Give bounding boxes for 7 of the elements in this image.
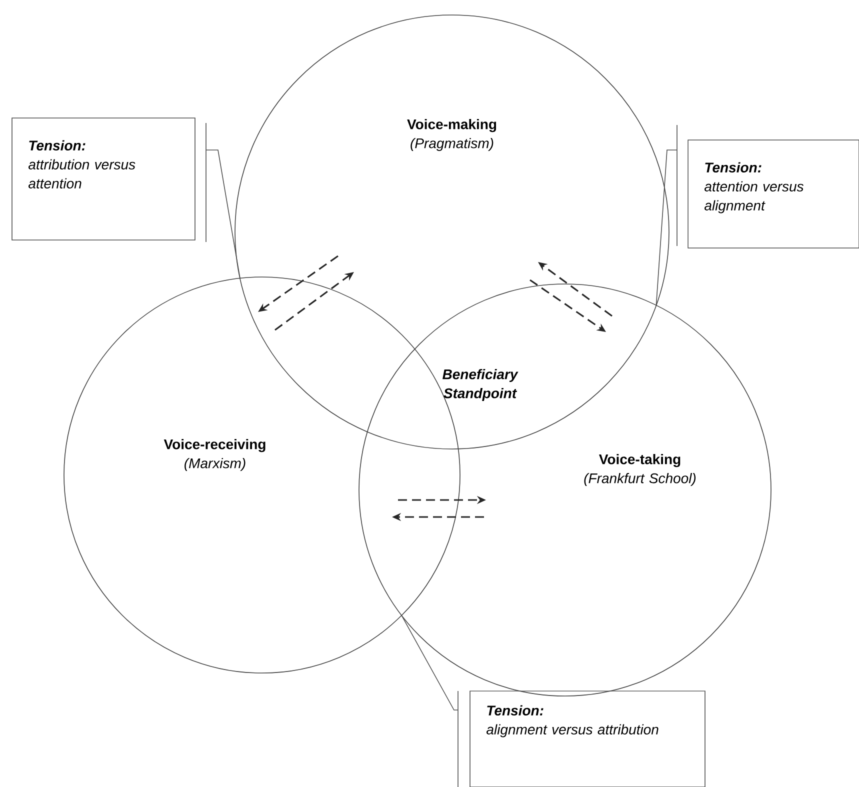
leader-line (206, 122, 240, 279)
leader-line (656, 124, 678, 306)
callout-box: Tension: alignment versus attribution (470, 690, 706, 787)
leader-line (401, 615, 458, 787)
center-label: Beneficiary Standpoint (442, 368, 518, 402)
callout-box: Tension: attribution versus attention (12, 118, 196, 240)
callout-box: Tension: attention versus alignment (688, 140, 859, 248)
